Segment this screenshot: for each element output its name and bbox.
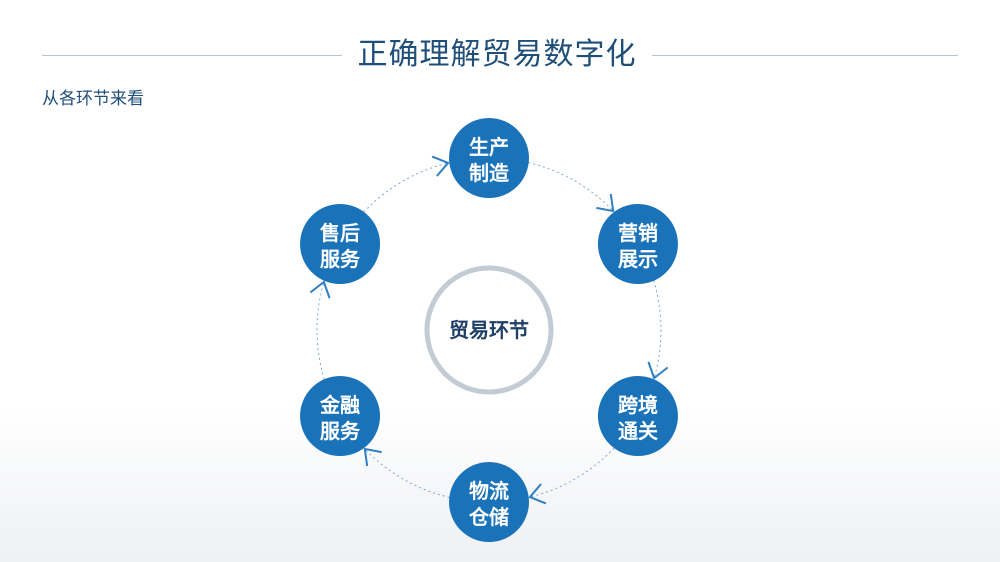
arrowhead-icon <box>363 447 382 467</box>
arrowhead-icon <box>431 155 450 177</box>
node-label-line2: 仓储 <box>468 505 509 529</box>
center-ring <box>424 265 554 395</box>
node-label-line1: 售后 <box>320 221 360 245</box>
node-circle <box>597 376 678 456</box>
title-divider-left <box>42 55 342 56</box>
node-label-line1: 生产 <box>469 135 509 159</box>
arrowhead-icon <box>528 483 547 505</box>
node-circle <box>449 462 529 542</box>
node-circle <box>300 376 381 456</box>
node-label-line1: 金融 <box>319 393 360 417</box>
center-label: 贸易环节 <box>449 318 529 342</box>
node-label-line2: 制造 <box>469 161 510 185</box>
node-label-line1: 物流 <box>469 479 509 503</box>
page-subtitle: 从各环节来看 <box>42 89 144 109</box>
node-circle <box>449 118 529 198</box>
node-circle <box>597 204 678 284</box>
page-title: 正确理解贸易数字化 <box>357 37 637 72</box>
node-label-line2: 通关 <box>618 419 658 443</box>
node-label-line1: 营销 <box>618 221 658 245</box>
node-label-line2: 服务 <box>320 419 361 443</box>
arrowhead-icon <box>596 193 615 213</box>
arrowhead-icon <box>647 361 669 380</box>
node-circle <box>300 204 381 284</box>
node-label-line2: 服务 <box>320 247 361 271</box>
node-label-line1: 跨境 <box>618 393 658 417</box>
node-label-line2: 展示 <box>618 247 658 271</box>
title-divider-right <box>652 55 958 56</box>
arrowhead-icon <box>309 280 331 299</box>
